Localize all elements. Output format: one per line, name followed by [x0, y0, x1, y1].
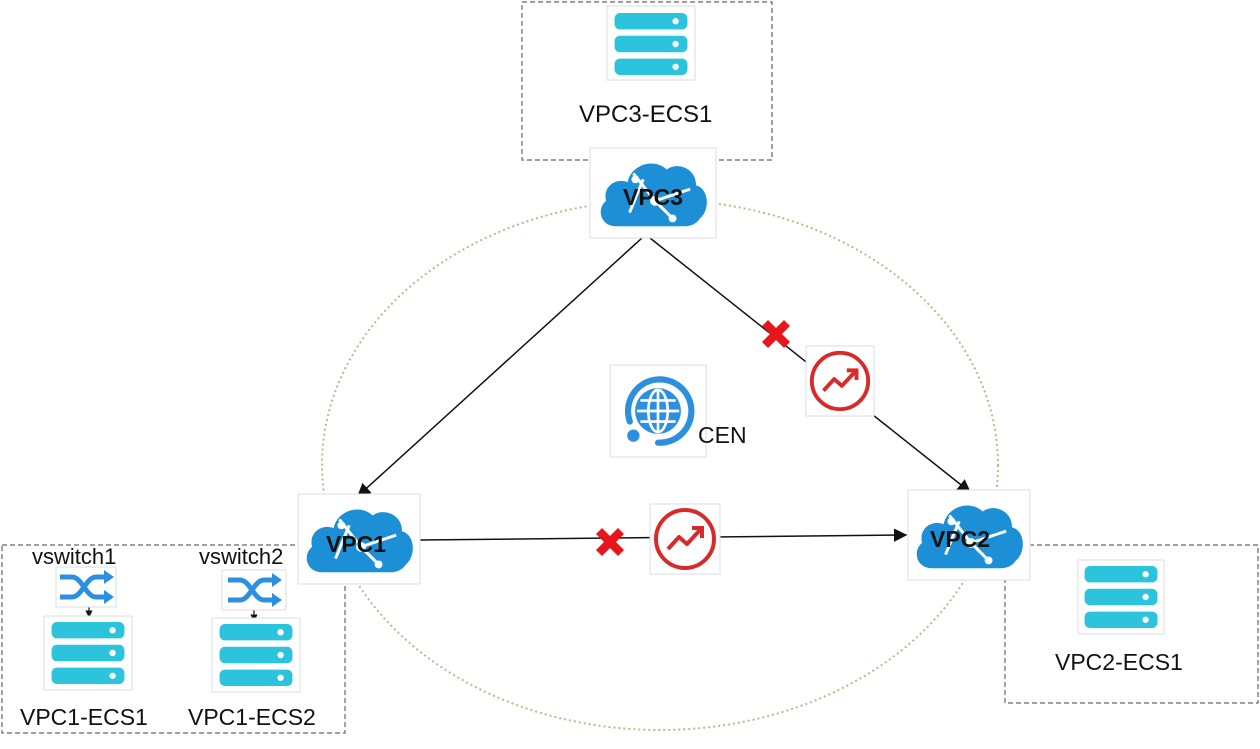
link-vpc3-vpc1: [357, 237, 643, 497]
vpc1-label: VPC1: [326, 531, 387, 557]
vpc3-ecs1-server-icon: [614, 13, 688, 75]
vpc3-label: VPC3: [623, 184, 684, 210]
vpc2-ecs-boundary: [1004, 544, 1259, 704]
vpc2-label: VPC2: [930, 526, 991, 552]
blocked-cross-icon-vpc1-vpc2: [596, 528, 624, 556]
cen-ring: [321, 199, 999, 731]
vswitch1-label: vswitch1: [32, 544, 117, 569]
vpc1-ecs1-server-icon: [51, 622, 125, 684]
vpc1-ecs2-label: VPC1-ECS2: [188, 704, 316, 730]
vpc2-ecs1-server-icon: [1084, 566, 1158, 628]
vpc1-ecs2-server-icon: [219, 624, 293, 686]
vswitch2-label: vswitch2: [199, 544, 284, 569]
blocked-cross-icon-vpc3-vpc2: [762, 320, 790, 348]
vpc1-ecs-boundary: [1, 544, 346, 734]
cen-label: CEN: [698, 422, 747, 448]
vpc3-ecs1-label: VPC3-ECS1: [579, 101, 713, 128]
vpc1-ecs1-label: VPC1-ECS1: [20, 704, 148, 730]
vpc2-ecs1-label: VPC2-ECS1: [1055, 649, 1183, 675]
